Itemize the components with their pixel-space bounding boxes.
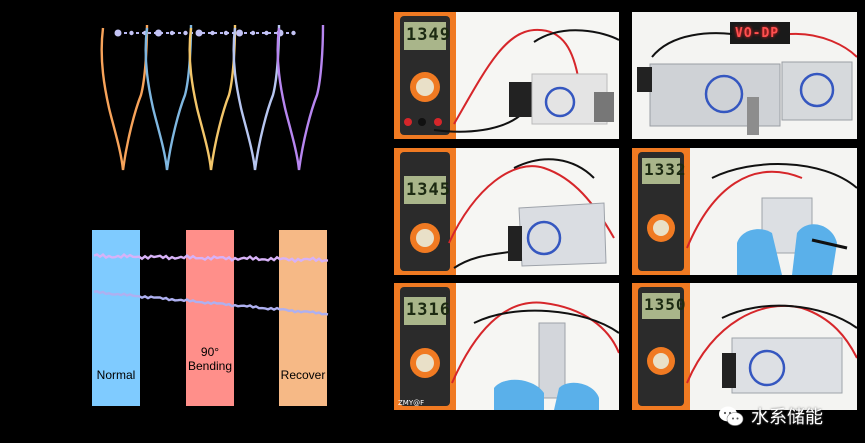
cycle-dot [169, 30, 175, 36]
upper-curve [93, 253, 329, 264]
lcd-reading: 1349 [406, 25, 451, 45]
wechat-icon [719, 406, 744, 426]
cycle-dot-row [114, 29, 296, 37]
cycle-dot [223, 30, 229, 36]
cycle-curve [188, 24, 237, 171]
cycle-dot [210, 30, 215, 36]
photo-recover-battery: 1350 [632, 283, 857, 410]
lcd-reading: 1332 [644, 160, 687, 179]
cycle-dot [264, 30, 269, 36]
watermark: 水系储能 [717, 389, 865, 443]
cycle-dot [129, 30, 134, 36]
cycle-plot [100, 24, 325, 171]
lcd-reading: 1350 [644, 295, 687, 314]
cycle-dot [114, 29, 122, 37]
cycle-curve [232, 24, 281, 171]
bending-chart [92, 230, 329, 406]
glove-left [737, 229, 782, 275]
bar-label-recover: Recover [280, 368, 326, 382]
cycle-curve [276, 24, 325, 171]
photo-fold-battery: 1345 [394, 148, 619, 275]
photo-stamp: ZMY@F [398, 399, 425, 407]
glove-right [792, 224, 837, 275]
led-panel [730, 22, 790, 44]
lower-curve [93, 290, 329, 316]
bending-chart-panel: Normal 90° Bending Recover [0, 200, 385, 443]
cycle-dot [236, 29, 243, 37]
cycle-plot-panel [0, 0, 385, 200]
cycle-dot [250, 30, 256, 36]
cycle-dot [183, 30, 188, 36]
watermark-text: 水系储能 [751, 407, 823, 428]
photo-flat-battery: 1349 [394, 12, 619, 139]
cycle-dot [195, 29, 203, 37]
cycle-curve [144, 24, 193, 171]
lcd-reading: 1345 [406, 180, 451, 200]
cycle-dot [291, 30, 296, 36]
lcd-reading: 1316 [406, 300, 451, 320]
lcd-screen [404, 22, 446, 50]
photo-led-display: VO-DP [632, 12, 857, 139]
bar-normal [92, 230, 140, 406]
led-display-text: VO-DP [735, 26, 780, 41]
photo-hands-bend: 1332 [632, 148, 857, 275]
cycle-dot [155, 29, 162, 37]
cycle-curve [100, 24, 149, 171]
photo-roll-battery: 1316 ZMY@F [394, 283, 619, 410]
bar-label-normal: Normal [96, 368, 136, 382]
bar-label-bending: 90° Bending [187, 345, 233, 373]
cycle-curves [100, 24, 325, 171]
